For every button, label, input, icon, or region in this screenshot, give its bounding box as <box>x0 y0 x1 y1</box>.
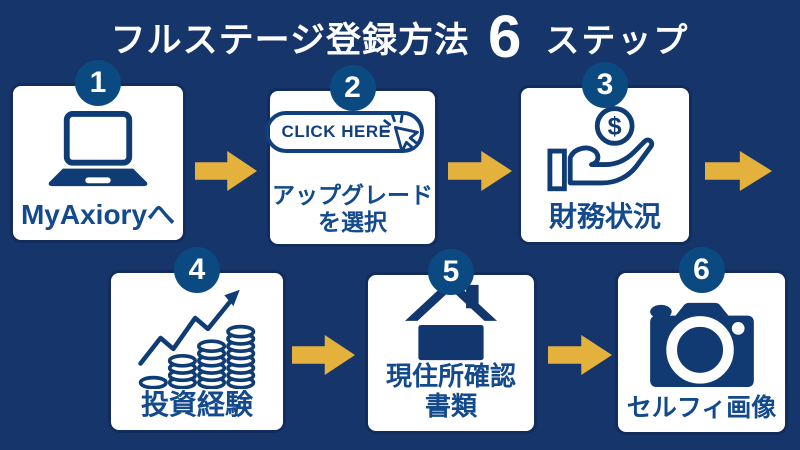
coins-growth-icon <box>111 267 283 389</box>
title-prefix: フルステージ登録方法 <box>110 20 470 60</box>
page-title: フルステージ登録方法 6 ステップ <box>0 6 800 68</box>
click-here-button: CLICK HERE <box>264 111 435 153</box>
arrow-right-icon <box>448 151 512 191</box>
step-badge-3: 3 <box>582 62 628 108</box>
svg-text:$: $ <box>608 112 622 140</box>
camera-icon <box>618 273 785 394</box>
title-suffix: ステップ <box>545 21 690 60</box>
step-card-1: 1 MyAxioryへ <box>10 60 186 243</box>
step-card-4: 4 投資経験 <box>108 247 286 433</box>
step-card-3: 3 $ 財務状況 <box>518 62 692 245</box>
step-label-5: 現住所確認 書類 <box>385 361 516 431</box>
arrow-right-icon <box>705 151 772 191</box>
step-label-3: 財務状況 <box>548 200 661 232</box>
step-card-6: 6 セルフィ画像 <box>615 247 788 435</box>
step-card-2: 2 CLICK HERE アップグレード を選択 <box>264 65 438 247</box>
house-icon <box>368 254 534 362</box>
step-label-2: アップグレード を選択 <box>272 153 433 244</box>
step-label-5-line2: 書類 <box>424 391 477 422</box>
arrow-right-icon <box>292 335 355 375</box>
title-step-count: 6 <box>487 3 522 70</box>
step-label-2-line2: を選択 <box>318 208 387 235</box>
step-label-2-line1: アップグレード <box>272 182 433 209</box>
laptop-icon <box>13 86 183 199</box>
step-label-5-line1: 現住所確認 <box>385 361 516 392</box>
step-badge-2: 2 <box>329 65 376 111</box>
hand-coin-icon: $ <box>521 85 689 201</box>
arrow-right-icon <box>195 151 257 191</box>
click-here-label: CLICK HERE <box>264 111 425 153</box>
step-badge-6: 6 <box>678 247 725 293</box>
step-label-6: セルフィ画像 <box>626 394 777 423</box>
arrow-right-icon <box>548 335 612 375</box>
step-label-1: MyAxioryへ <box>20 198 176 230</box>
click-cursor-icon <box>379 113 427 163</box>
step-label-4: 投資経験 <box>140 388 253 420</box>
step-badge-5: 5 <box>428 249 474 295</box>
step-badge-4: 4 <box>174 247 220 293</box>
step-badge-1: 1 <box>75 60 121 106</box>
step-card-5: 5 現住所確認 書類 <box>365 249 537 434</box>
